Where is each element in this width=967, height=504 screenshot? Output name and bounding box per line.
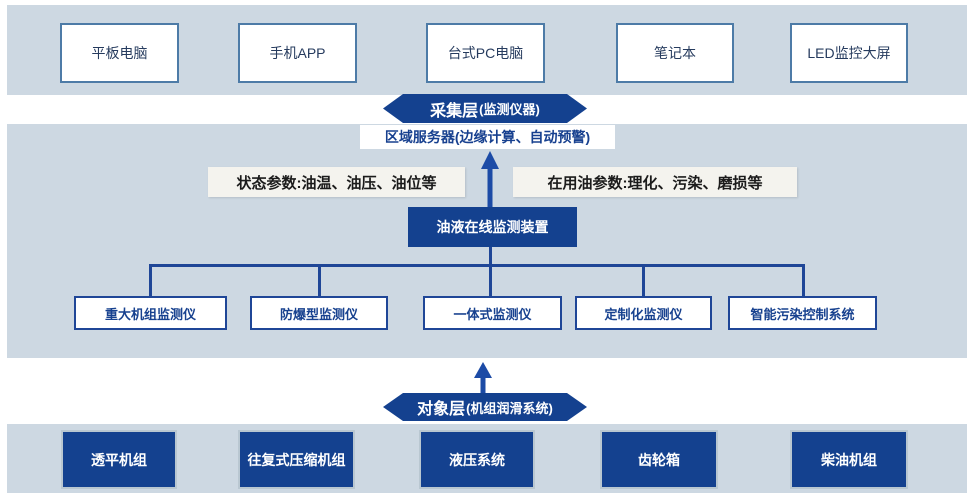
connector-line [318, 264, 321, 297]
up-arrow-icon [474, 362, 492, 393]
instrument-box-major-unit: 重大机组监测仪 [74, 296, 227, 330]
connector-line [149, 264, 805, 267]
regional-server-box: 区域服务器(边缘计算、自动预警) [360, 125, 615, 149]
instrument-box-customized: 定制化监测仪 [575, 296, 712, 330]
collection-layer-banner: 采集层 (监测仪器) [383, 94, 587, 123]
connector-line [149, 264, 152, 297]
collection-layer-subtitle: (监测仪器) [479, 102, 540, 117]
object-layer-title: 对象层 [417, 401, 466, 418]
object-layer-subtitle: (机组润滑系统) [466, 400, 553, 416]
connector-line [489, 264, 492, 297]
instrument-box-integrated: 一体式监测仪 [423, 296, 562, 330]
collection-layer-title: 采集层 [430, 102, 479, 120]
connector-line [802, 264, 805, 297]
instrument-box-pollution-control: 智能污染控制系统 [728, 296, 877, 330]
equipment-box-gearbox: 齿轮箱 [600, 430, 718, 489]
equipment-box-diesel-unit: 柴油机组 [790, 430, 908, 489]
connector-line [642, 264, 645, 297]
device-box-phone-app: 手机APP [238, 23, 357, 83]
equipment-box-turbine: 透平机组 [61, 430, 177, 489]
connector-line [489, 247, 492, 264]
oil-monitor-device-box: 油液在线监测装置 [408, 207, 577, 247]
device-box-desktop-pc: 台式PC电脑 [426, 23, 545, 83]
equipment-box-reciprocating-compressor: 往复式压缩机组 [238, 430, 355, 489]
object-layer-banner: 对象层 (机组润滑系统) [383, 393, 587, 421]
oil-params-label: 在用油参数:理化、污染、磨损等 [513, 167, 797, 197]
equipment-box-hydraulic-system: 液压系统 [419, 430, 535, 489]
device-box-led-screen: LED监控大屏 [790, 23, 908, 83]
device-box-tablet: 平板电脑 [60, 23, 179, 83]
device-box-laptop: 笔记本 [616, 23, 734, 83]
state-params-label: 状态参数:油温、油压、油位等 [208, 167, 465, 197]
instrument-box-explosion-proof: 防爆型监测仪 [250, 296, 388, 330]
up-arrow-icon [481, 151, 499, 207]
